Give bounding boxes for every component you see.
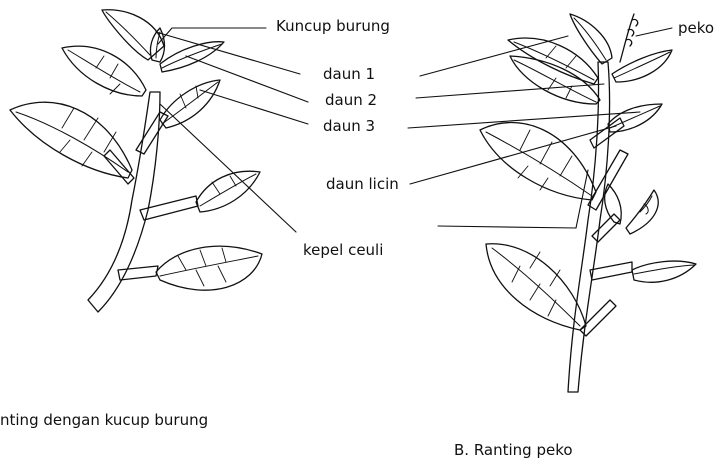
shoot-a-drawing (10, 10, 262, 312)
shoot-b-leaf (632, 261, 696, 282)
shoot-b-leaf (570, 14, 612, 64)
shoot-a-branch (104, 150, 134, 184)
shoot-b-branch (580, 300, 616, 336)
label-peko: peko (678, 19, 714, 37)
peko-bud (620, 14, 638, 62)
shoot-b-drawing (480, 14, 696, 392)
caption-b: B. Ranting peko (454, 441, 573, 459)
leader-daun-2-b (416, 84, 604, 98)
label-daun-1: daun 1 (323, 65, 375, 83)
leader-daun-licin (410, 126, 616, 184)
leader-daun-3-a (200, 90, 308, 124)
shoot-b-branch (590, 262, 632, 280)
label-daun-licin: daun licin (326, 175, 399, 193)
shoot-a-leaf (156, 246, 262, 290)
label-kuncup-burung: Kuncup burung (276, 17, 390, 35)
shoot-a-branch (136, 112, 168, 154)
shoot-a-branch (118, 266, 158, 280)
label-kepel-ceuli: kepel ceuli (303, 241, 383, 259)
label-daun-2: daun 2 (325, 91, 377, 109)
caption-a: nting dengan kucup burung (0, 411, 208, 429)
shoot-b-stem (568, 62, 610, 392)
shoot-b-leaf (612, 50, 672, 82)
shoot-b-branch (588, 150, 628, 210)
leader-daun-3-b (408, 112, 640, 128)
leader-daun-2-a (186, 56, 308, 102)
leader-kepel-ceuli-a (160, 104, 296, 232)
shoot-b-leaf (626, 190, 658, 234)
leader-peko (636, 28, 672, 36)
shoot-b-branch (592, 214, 620, 242)
shoot-a-branch (140, 196, 198, 220)
label-daun-3: daun 3 (323, 117, 375, 135)
shoot-b-branch (590, 118, 624, 148)
